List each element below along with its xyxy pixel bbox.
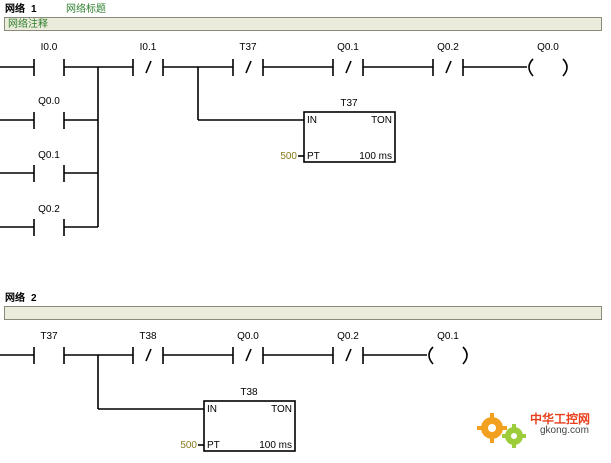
gkong-logo [477,413,526,448]
contact-q0-2-nc[interactable]: Q0.2 [432,42,464,76]
contact-q0-2-nc-n2-label: Q0.2 [337,331,359,342]
network-2-number: 2 [31,293,37,304]
contact-i0-0-label: I0.0 [41,42,58,53]
timer-t38-pt-label: PT [207,440,220,451]
contact-q0-0-nc[interactable]: Q0.0 [232,331,264,364]
contact-q0-2[interactable]: Q0.2 [0,204,98,236]
contact-i0-1-label: I0.1 [140,42,157,53]
timer-t38-block[interactable]: T38 IN TON PT 500 100 ms [97,355,296,452]
contact-t37-no[interactable]: T37 [33,331,65,364]
contact-q0-0[interactable]: Q0.0 [0,96,98,129]
timer-t37-pt-value[interactable]: 500 [280,151,297,162]
contact-q0-0-nc-label: Q0.0 [237,331,259,342]
network-1-comment-bar[interactable]: 网络注释 [4,17,602,31]
coil-q0-1-label: Q0.1 [437,331,459,342]
timer-t37-pt-label: PT [307,151,320,162]
network-1-label: 网络 [5,4,25,15]
network-1-header: 网络 1 [5,0,37,15]
contact-q0-0-label: Q0.0 [38,96,60,107]
timer-t38-in-label: IN [207,404,217,415]
contact-q0-2-nc-label: Q0.2 [437,42,459,53]
contact-t37-nc[interactable]: T37 [232,42,264,76]
contact-q0-2-label: Q0.2 [38,204,60,215]
contact-q0-1-nc[interactable]: Q0.1 [332,42,364,76]
contact-t37-label: T37 [239,42,257,53]
timer-t37-unit: 100 ms [359,151,392,162]
contact-q0-1-label: Q0.1 [38,150,60,161]
network-1-title[interactable]: 网络标题 [66,4,106,15]
contact-q0-1[interactable]: Q0.1 [0,150,98,182]
timer-t37-type: TON [371,115,392,126]
network-2-header: 网络 2 [5,289,37,304]
contact-i0-1-nc[interactable]: I0.1 [132,42,164,76]
network-1-number: 1 [31,4,37,15]
contact-t38-label: T38 [139,331,157,342]
contact-i0-0[interactable]: I0.0 [33,42,65,76]
network-1-comment: 网络注释 [8,19,48,30]
watermark-en: gkong.com [540,425,589,436]
timer-t37-name: T37 [340,98,358,109]
contact-t38-nc[interactable]: T38 [132,331,164,364]
network-2-comment-bar[interactable] [4,306,602,320]
coil-q0-0-label: Q0.0 [537,42,559,53]
watermark-cn: 中华工控网 [530,412,591,426]
coil-q0-1[interactable]: Q0.1 [428,331,468,365]
contact-t37-no-label: T37 [40,331,58,342]
timer-t38-pt-value[interactable]: 500 [180,440,197,451]
coil-q0-0[interactable]: Q0.0 [528,42,568,77]
timer-t38-unit: 100 ms [259,440,292,451]
timer-t37-in-label: IN [307,115,317,126]
timer-t37-block[interactable]: T37 IN TON PT 500 100 ms [197,67,396,163]
network-2-label: 网络 [5,293,25,304]
timer-t38-name: T38 [240,387,258,398]
timer-t38-type: TON [271,404,292,415]
contact-q0-1-nc-label: Q0.1 [337,42,359,53]
gear-icon [477,413,526,448]
contact-q0-2-nc-n2[interactable]: Q0.2 [332,331,364,364]
